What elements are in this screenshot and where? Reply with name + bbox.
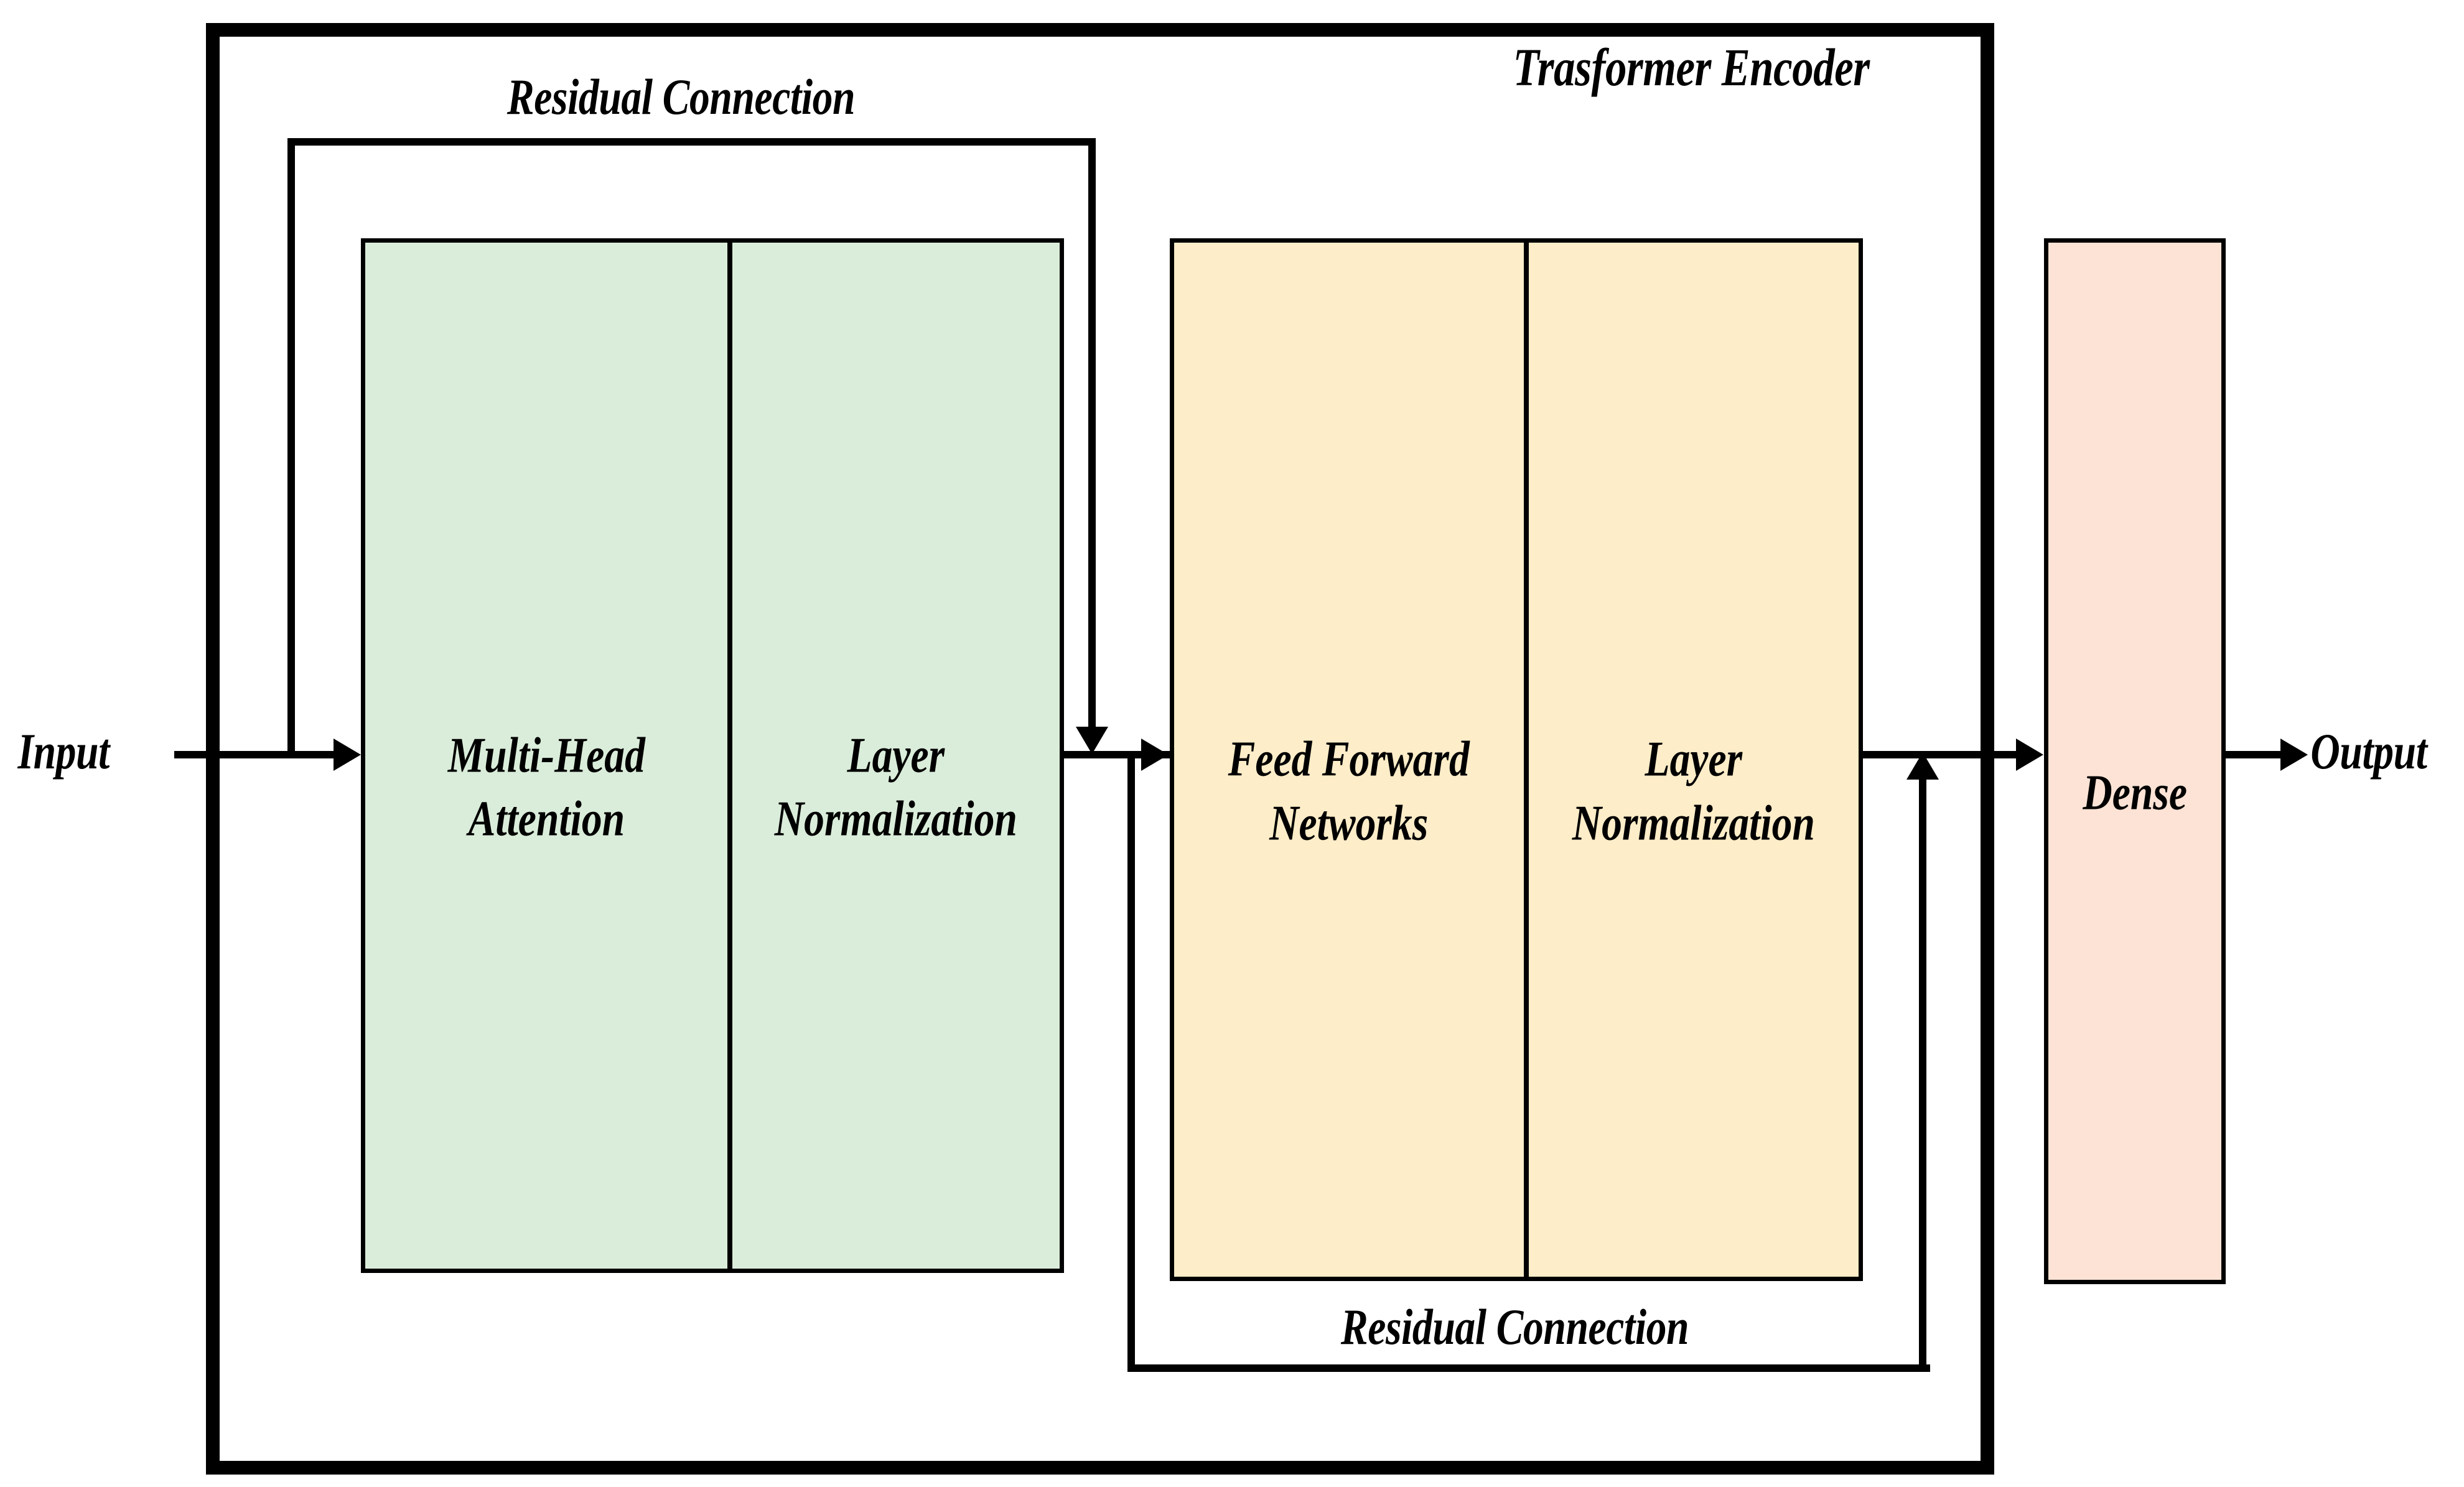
input-label: Input — [17, 723, 110, 780]
dense-label: Dense — [2083, 765, 2187, 821]
residual-top-span — [287, 138, 1096, 146]
dense-to-output-flow-line — [2226, 751, 2288, 758]
orange-to-dense-flow-line — [1860, 751, 2017, 758]
layer-normalization-2-block: Layer Normalization — [1524, 238, 1863, 1281]
dense-block: Dense — [2044, 238, 2226, 1284]
orange-to-dense-arrowhead — [2016, 739, 2043, 771]
residual-top-left-leg — [287, 138, 295, 755]
residual-bottom-span — [1127, 1364, 1930, 1372]
residual-bottom-right-leg — [1919, 780, 1926, 1364]
layer-normalization-2-label: Layer Normalization — [1572, 732, 1816, 851]
residual-connection-bottom-label: Residual Connection — [1340, 1298, 1689, 1355]
feed-forward-networks-block: Feed Forward Networks — [1170, 238, 1528, 1281]
residual-bottom-left-leg — [1127, 755, 1135, 1372]
transformer-encoder-container — [206, 23, 1994, 1475]
residual-top-right-leg — [1088, 138, 1096, 729]
multi-head-attention-label: Multi-Head Attention — [447, 728, 645, 847]
encoder-title: Trasformer Encoder — [1513, 37, 1870, 97]
residual-connection-top-label: Residual Connection — [506, 68, 856, 125]
residual-top-arrowhead — [1076, 727, 1108, 754]
layer-normalization-1-label: Layer Normalization — [774, 728, 1018, 847]
input-arrowhead — [334, 739, 361, 771]
feed-forward-networks-label: Feed Forward Networks — [1228, 732, 1470, 851]
multi-head-attention-block: Multi-Head Attention — [361, 238, 732, 1273]
green-to-orange-arrowhead — [1141, 739, 1169, 771]
dense-to-output-arrowhead — [2280, 739, 2308, 771]
input-flow-line — [174, 751, 336, 758]
output-label: Output — [2310, 723, 2427, 780]
layer-normalization-1-block: Layer Normalization — [728, 238, 1064, 1273]
